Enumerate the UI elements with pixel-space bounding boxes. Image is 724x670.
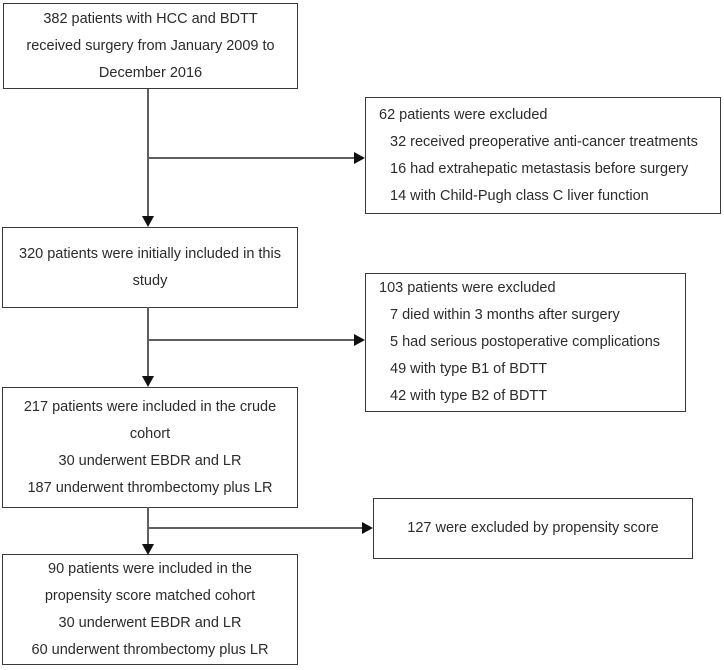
exclusion-1-item: 32 received preoperative anti-cancer tre… [390, 133, 698, 150]
exclusion-1-item: 16 had extrahepatic metastasis before su… [390, 160, 689, 177]
box-crude-cohort-line: 217 patients were included in the crude [23, 398, 277, 415]
box-matched-cohort-line: 30 underwent EBDR and LR [58, 614, 242, 631]
exclusion-1-header: 62 patients were excluded [379, 106, 548, 123]
box-enrollment: 382 patients with HCC and BDTT received … [3, 3, 298, 89]
arrowhead-down-crude-icon [142, 376, 154, 387]
box-crude-cohort-line: 30 underwent EBDR and LR [58, 452, 242, 469]
box-exclusion-1: 62 patients were excluded 32 received pr… [365, 97, 721, 214]
box-exclusion-2: 103 patients were excluded 7 died within… [365, 273, 686, 412]
box-matched-cohort-line: propensity score matched cohort [44, 587, 256, 604]
box-matched-cohort-line: 60 underwent thrombectomy plus LR [31, 641, 269, 658]
box-enrollment-line: December 2016 [98, 64, 203, 81]
exclusion-2-item: 7 died within 3 months after surgery [390, 307, 620, 323]
box-initial-inclusion-line: 320 patients were initially included in … [19, 245, 281, 262]
box-matched-cohort-line: 90 patients were included in the [48, 560, 252, 577]
arrowhead-down-initial-icon [142, 216, 154, 227]
connector-branch-exclusion-1 [147, 157, 354, 159]
box-initial-inclusion: 320 patients were initially included in … [2, 227, 298, 308]
connector-branch-exclusion-propensity [147, 527, 362, 529]
connector-enrollment-to-initial [147, 89, 149, 217]
box-initial-inclusion-line: study [132, 272, 168, 289]
exclusion-2-item: 49 with type B1 of BDTT [390, 361, 548, 377]
exclusion-2-item: 42 with type B2 of BDTT [390, 388, 548, 404]
exclusion-2-header: 103 patients were excluded [379, 280, 556, 296]
connector-initial-to-crude [147, 307, 149, 377]
box-exclusion-propensity: 127 were excluded by propensity score [373, 498, 693, 559]
connector-branch-exclusion-2 [147, 339, 354, 341]
exclusion-1-item: 14 with Child-Pugh class C liver functio… [390, 187, 649, 204]
box-crude-cohort: 217 patients were included in the crude … [2, 387, 298, 508]
exclusion-2-item: 5 had serious postoperative complication… [390, 334, 661, 350]
box-crude-cohort-line: 187 underwent thrombectomy plus LR [27, 479, 273, 496]
arrowhead-right-exclusion-1-icon [354, 152, 365, 164]
arrowhead-right-exclusion-propensity-icon [362, 522, 373, 534]
exclusion-propensity-text: 127 were excluded by propensity score [407, 520, 659, 536]
connector-crude-to-matched [147, 507, 149, 545]
arrowhead-down-matched-icon [142, 544, 154, 555]
arrowhead-right-exclusion-2-icon [354, 334, 365, 346]
box-enrollment-line: 382 patients with HCC and BDTT [43, 10, 258, 27]
box-crude-cohort-line: cohort [129, 425, 171, 442]
box-matched-cohort: 90 patients were included in the propens… [2, 554, 298, 665]
box-enrollment-line: received surgery from January 2009 to [26, 37, 275, 54]
